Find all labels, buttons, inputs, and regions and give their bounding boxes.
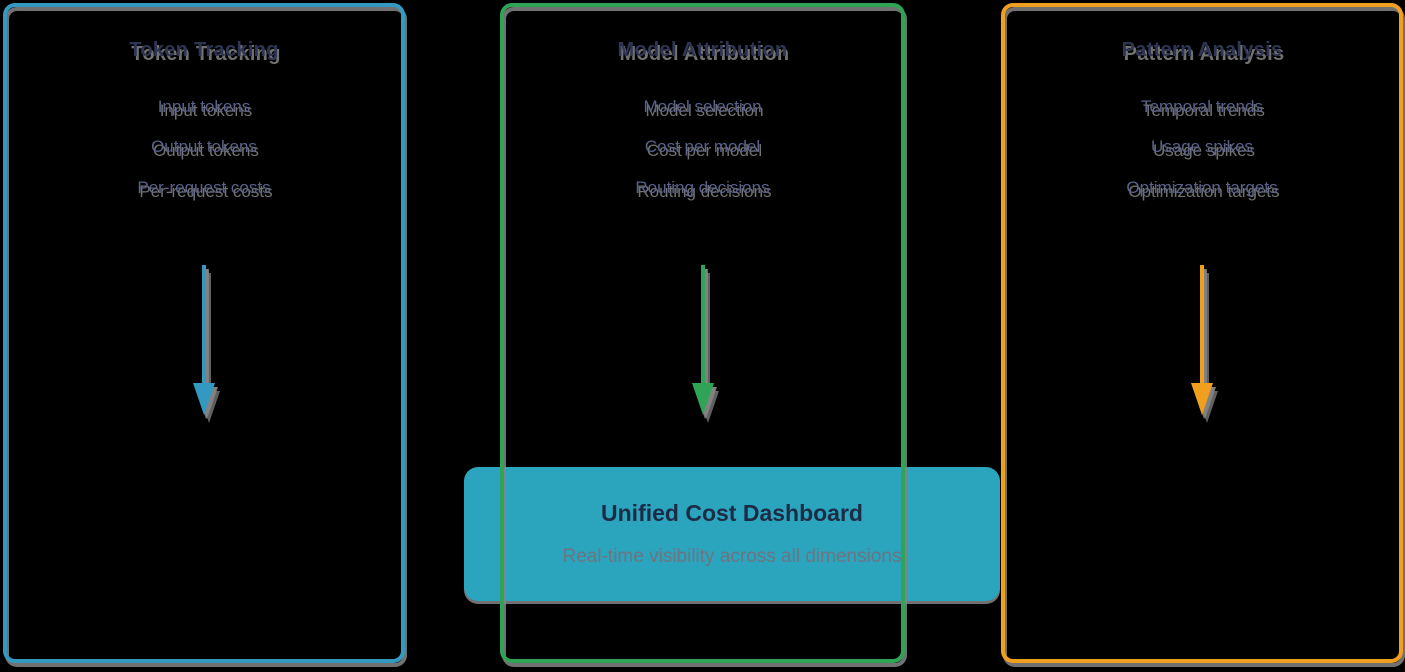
column-pattern-analysis: Pattern Analysis Temporal trends Usage s… xyxy=(1001,3,1403,663)
down-arrow-icon xyxy=(1186,263,1218,419)
unified-cost-dashboard: Unified Cost Dashboard Real-time visibil… xyxy=(464,467,1000,601)
dashboard-title: Unified Cost Dashboard xyxy=(601,500,863,526)
column-item: Cost per model xyxy=(644,137,761,156)
down-arrow-icon xyxy=(687,263,719,419)
column-item: Output tokens xyxy=(151,137,257,156)
column-item: Model selection xyxy=(643,97,762,116)
dashboard-subtitle: Real-time visibility across all dimensio… xyxy=(562,546,902,567)
column-item: Optimization targets xyxy=(1126,178,1278,197)
column-item: Temporal trends xyxy=(1141,97,1263,116)
column-title: Token Tracking xyxy=(129,39,279,61)
column-item: Usage spikes xyxy=(1150,137,1254,156)
column-title: Pattern Analysis xyxy=(1121,39,1283,61)
column-item: Routing decisions xyxy=(635,178,770,197)
column-token-tracking: Token Tracking Input tokens Output token… xyxy=(3,3,405,663)
column-model-attribution: Model Attribution Model selection Cost p… xyxy=(500,3,905,663)
column-title: Model Attribution xyxy=(617,39,788,61)
column-item: Input tokens xyxy=(157,97,251,116)
column-item: Per-request costs xyxy=(137,178,271,197)
down-arrow-icon xyxy=(188,263,220,419)
